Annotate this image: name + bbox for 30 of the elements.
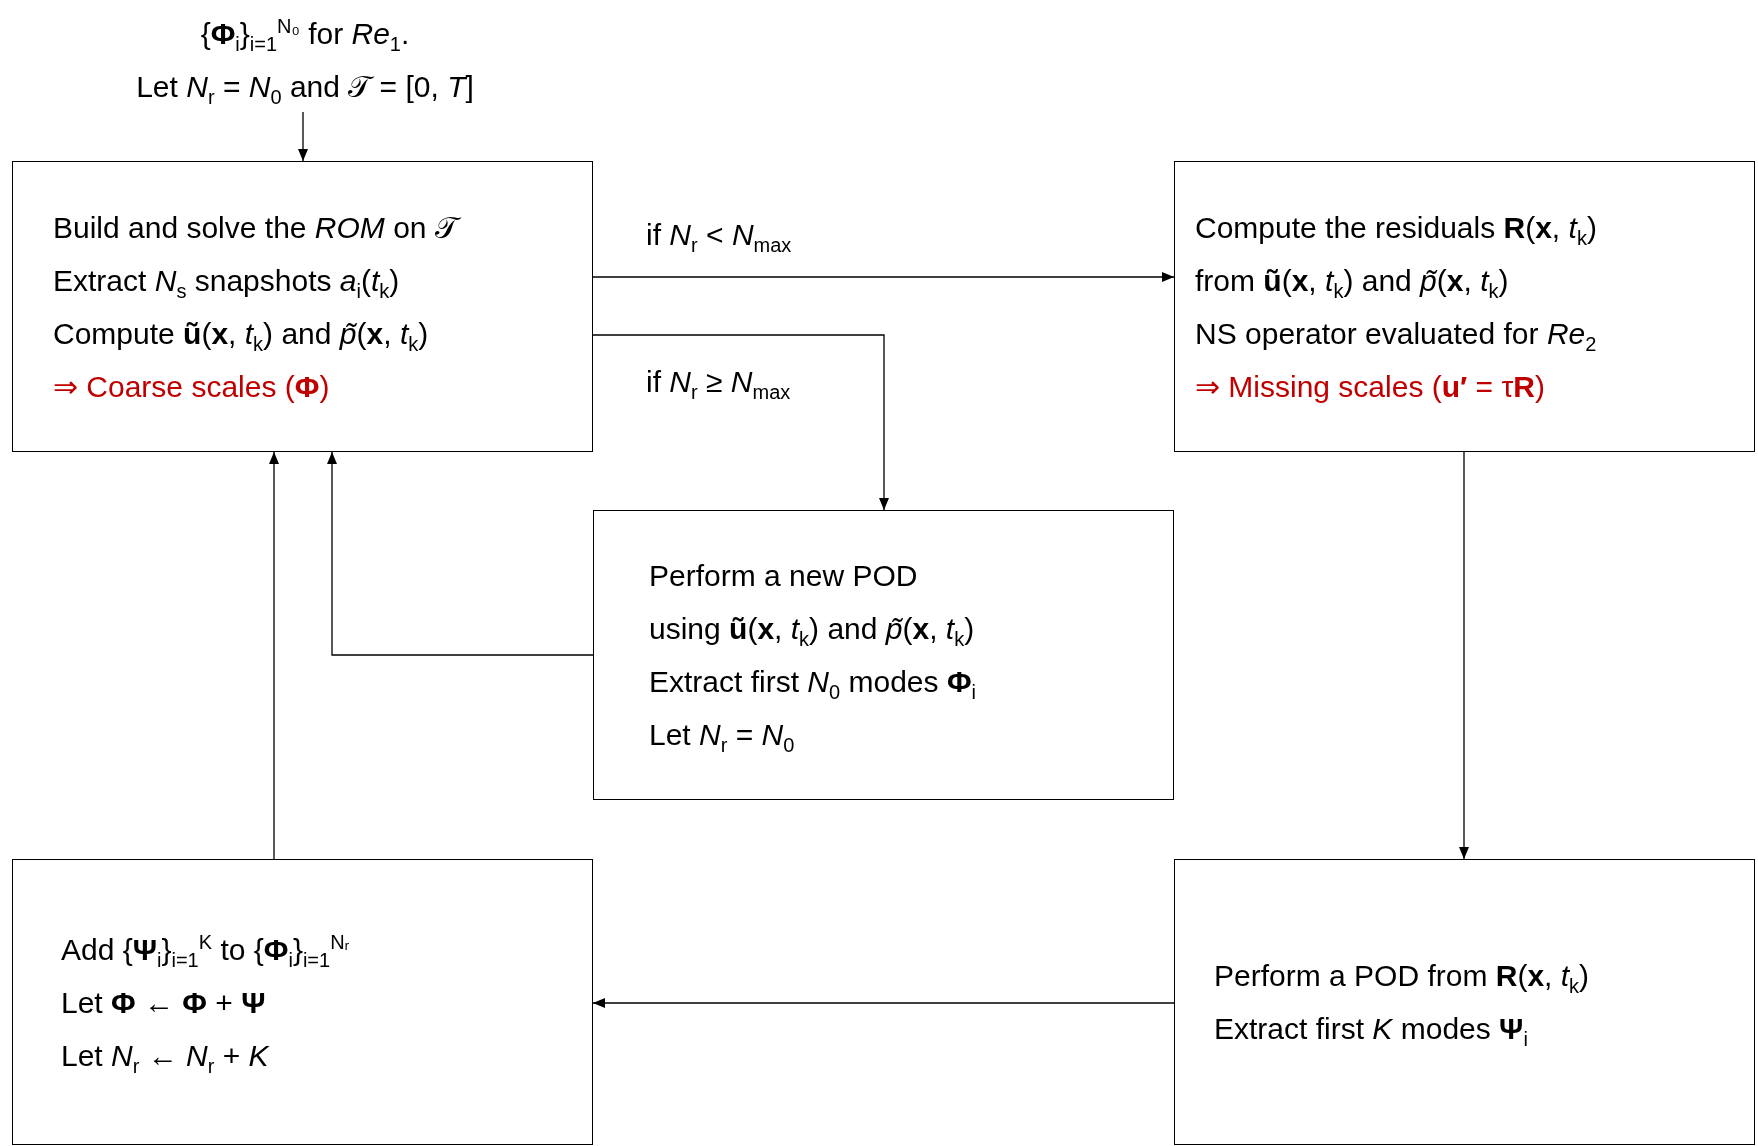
step-text: Extract first K modes Ψ$_{i}$ bbox=[1214, 1011, 1529, 1052]
arrow bbox=[269, 451, 279, 860]
step-text: NS operator evaluated for Re$_{2}$ bbox=[1195, 315, 1598, 357]
step-text: Let N$_{r}$ = N$_{0}$ bbox=[649, 717, 796, 758]
arrow bbox=[592, 272, 1175, 282]
arrow bbox=[592, 998, 1175, 1008]
step-text: Extract first N$_{0}$ modes Φ$_{i}$ bbox=[649, 664, 977, 705]
result-text: ⇒ Coarse scales (Φ) bbox=[53, 368, 331, 405]
step-text: using ũ(x, t$_{k}$) and p̃(x, t$_{k}$) bbox=[649, 611, 976, 652]
step-text: Let Φ ← Φ + Ψ bbox=[61, 984, 267, 1021]
step-text: Compute the residuals R(x, t$_{k}$) bbox=[1195, 209, 1598, 251]
step-text: Compute ũ(x, t$_{k}$) and p̃(x, t$_{k}$) bbox=[53, 315, 430, 357]
step-text: {Φ$_{i}$}$_{i=1}$$^{N₀}$ for Re$_{1}$. bbox=[200, 14, 410, 57]
step-text: Extract N$_{s}$ snapshots a$_{i}$(t$_{k}$) bbox=[53, 262, 401, 304]
step-text: Let N$_{r}$ = N$_{0}$ and 𝒯 = [0, T] bbox=[136, 69, 474, 110]
arrow bbox=[327, 451, 594, 656]
arrow bbox=[1459, 451, 1469, 860]
arrow bbox=[298, 111, 308, 162]
arrow bbox=[592, 334, 889, 511]
step-text: Build and solve the ROM on 𝒯 bbox=[53, 200, 592, 254]
step-text: Perform a new POD bbox=[649, 558, 919, 594]
step-text: Let N$_{r}$ ← N$_{r}$ + K bbox=[61, 1037, 270, 1079]
process-box bbox=[1174, 859, 1755, 1145]
result-text: ⇒ Missing scales (u′ = τR) bbox=[1195, 368, 1546, 405]
step-text: Perform a POD from R(x, t$_{k}$) bbox=[1214, 958, 1591, 999]
process-box bbox=[593, 510, 1174, 800]
step-text: from ũ(x, t$_{k}$) and p̃(x, t$_{k}$) bbox=[1195, 262, 1510, 304]
process-box bbox=[1174, 161, 1755, 452]
process-box bbox=[12, 161, 593, 452]
process-box bbox=[12, 859, 593, 1145]
